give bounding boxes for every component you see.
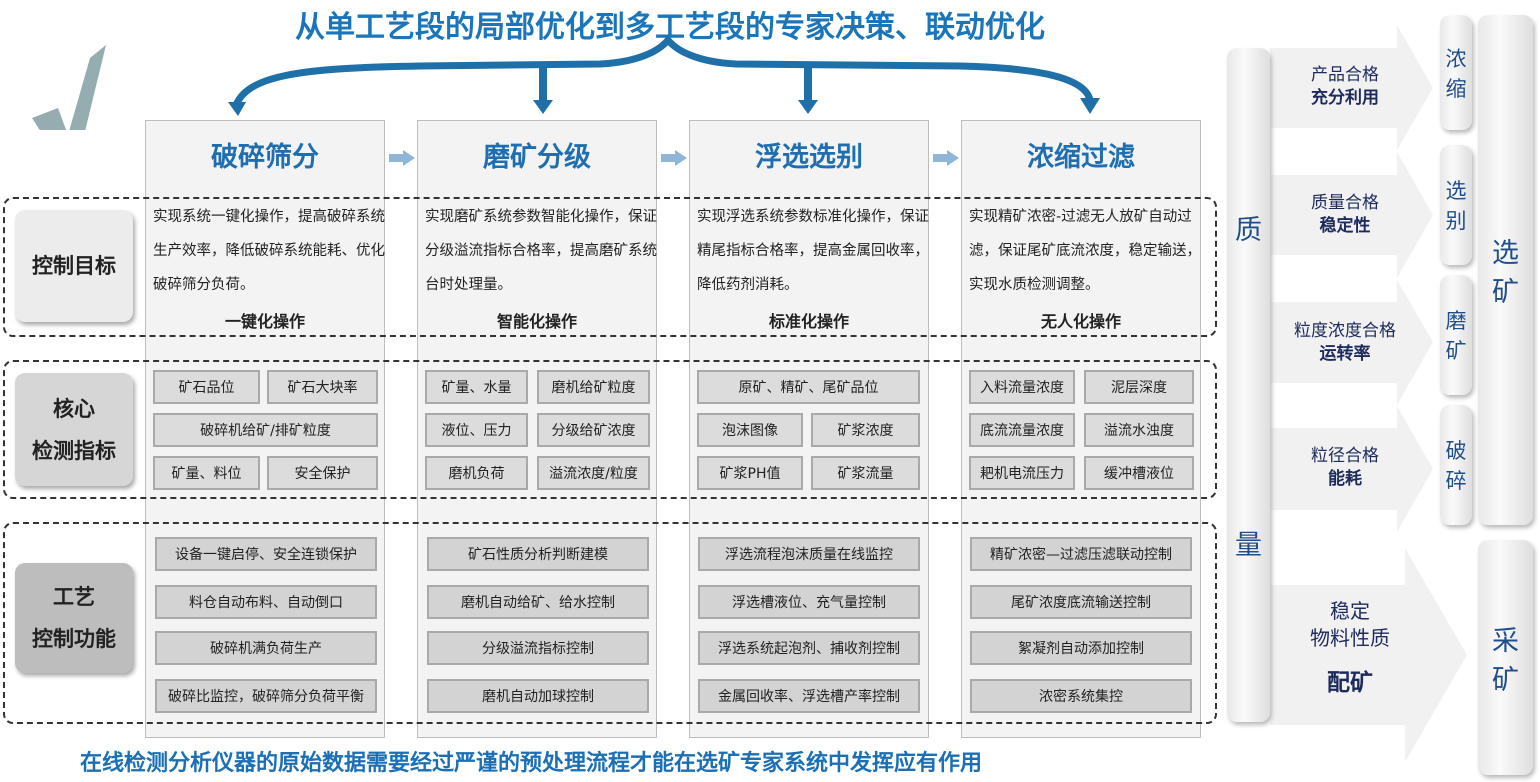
row-control-goal (3, 197, 1217, 337)
function-box: 破碎比监控，破碎筛分负荷平衡 (155, 679, 377, 713)
indicator-box: 耙机电流压力 (969, 456, 1075, 490)
indicator-box: 泥层深度 (1084, 370, 1194, 404)
indicator-box: 破碎机给矿/排矿粒度 (153, 413, 378, 447)
arrow-shape (1270, 25, 1433, 150)
row-label-text: 核心 (53, 396, 95, 421)
indicator-box: 矿浆流量 (811, 456, 920, 490)
indicator-box: 矿量、水量 (425, 370, 528, 404)
goal-mode: 一键化操作 (224, 312, 305, 331)
stage-separation: 选别 (1440, 145, 1472, 265)
goal-mode: 智能化操作 (496, 312, 577, 331)
row-label-text: 检测指标 (32, 438, 116, 463)
quality-char: 质 (1235, 215, 1262, 246)
function-box: 絮凝剂自动添加控制 (970, 631, 1192, 665)
function-box: 磨机自动给矿、给水控制 (427, 585, 649, 619)
mining-bar: 采矿 (1478, 540, 1533, 775)
arrow-shape (1270, 152, 1433, 278)
bottom-note: 在线检测分析仪器的原始数据需要经过严谨的预处理流程才能在选矿专家系统中发挥应有作… (80, 751, 983, 776)
column-header: 破碎筛分 (211, 142, 319, 173)
indicator-box: 矿石大块率 (267, 370, 378, 404)
goal-text: 实现系统一键化操作，提高破碎系统生产效率，降低破碎系统能耗、优化破碎筛分负荷。 (153, 209, 385, 293)
indicator-box: 安全保护 (267, 456, 378, 490)
arrow-label: 产品合格充分利用 (1311, 65, 1379, 108)
indicator-box: 分级给矿浓度 (537, 413, 650, 447)
function-box: 磨机自动加球控制 (427, 679, 649, 713)
indicator-box: 矿石品位 (153, 370, 260, 404)
column-header: 浮选选别 (755, 142, 863, 173)
function-box: 分级溢流指标控制 (427, 631, 649, 665)
goal-text: 实现精矿浓密-过滤无人放矿自动过滤，保证尾矿底流浓度，稳定输送，实现水质检测调整… (969, 209, 1201, 293)
function-box: 矿石性质分析判断建模 (427, 537, 649, 571)
indicator-box: 矿量、料位 (153, 456, 260, 490)
indicator-box: 入料流量浓度 (969, 370, 1075, 404)
goal-mode: 无人化操作 (1040, 312, 1121, 331)
indicator-box: 溢流水浊度 (1084, 413, 1194, 447)
quality-char: 量 (1235, 530, 1262, 561)
mining-arrow-label: 稳定物料性质配矿 (1310, 599, 1390, 696)
indicator-box: 矿浆浓度 (811, 413, 920, 447)
goal-mode: 标准化操作 (768, 312, 849, 331)
goal-text: 实现磨矿系统参数智能化操作，保证分级溢流指标合格率，提高磨矿系统台时处理量。 (425, 209, 657, 293)
indicator-box: 磨机负荷 (425, 456, 528, 490)
row-label-text: 控制目标 (32, 254, 116, 278)
function-box: 浮选系统起泡剂、捕收剂控制 (698, 631, 920, 665)
function-box: 金属回收率、浮选槽产率控制 (698, 679, 920, 713)
row-label-indicators: 核心检测指标 (15, 373, 133, 486)
arrow-label: 质量合格稳定性 (1311, 193, 1379, 236)
arrow-label: 粒度浓度合格运转率 (1294, 321, 1396, 364)
indicator-box: 底流流量浓度 (969, 413, 1075, 447)
right-arrows (1270, 25, 1467, 762)
arrow-label: 粒径合格能耗 (1311, 446, 1379, 489)
indicator-box: 液位、压力 (425, 413, 528, 447)
row-label-functions: 工艺控制功能 (15, 563, 133, 673)
checkmark-icon (32, 45, 106, 130)
flow-arrow-icon (389, 150, 415, 166)
row-label-text: 控制功能 (32, 627, 116, 651)
arrow-shape (1270, 406, 1433, 532)
indicator-box: 矿浆PH值 (697, 456, 803, 490)
stage-thickening: 浓缩 (1440, 15, 1472, 130)
dressing-bar: 选矿 (1478, 15, 1533, 525)
flow-arrow-icon (933, 150, 959, 166)
row-label-text: 工艺 (53, 585, 95, 609)
function-box: 浮选槽液位、充气量控制 (698, 585, 920, 619)
function-box: 设备一键启停、安全连锁保护 (155, 537, 377, 571)
indicator-box: 泡沫图像 (697, 413, 803, 447)
indicator-box: 原矿、精矿、尾矿品位 (697, 370, 920, 404)
function-box: 浓密系统集控 (970, 679, 1192, 713)
column-header: 浓缩过滤 (1027, 142, 1135, 173)
function-box: 料仓自动布料、自动倒口 (155, 585, 377, 619)
indicator-box: 磨机给矿粒度 (537, 370, 650, 404)
column-header: 磨矿分级 (483, 142, 591, 173)
arrow-shape (1270, 280, 1433, 405)
arrow-shape (1270, 548, 1467, 762)
stage-grinding: 磨矿 (1440, 275, 1472, 395)
quality-bar: 质 量 (1227, 48, 1270, 722)
row-functions (3, 522, 1217, 724)
goal-text: 实现浮选系统参数标准化操作，保证精尾指标合格率，提高金属回收率，降低药剂消耗。 (697, 209, 929, 293)
function-box: 精矿浓密—过滤压滤联动控制 (970, 537, 1192, 571)
function-box: 破碎机满负荷生产 (155, 631, 377, 665)
brace-icon (32, 34, 1100, 130)
function-box: 尾矿浓度底流输送控制 (970, 585, 1192, 619)
indicator-box: 缓冲槽液位 (1084, 456, 1194, 490)
row-label-goal: 控制目标 (15, 210, 133, 322)
function-box: 浮选流程泡沫质量在线监控 (698, 537, 920, 571)
row-indicators (3, 360, 1217, 499)
indicator-box: 溢流浓度/粒度 (537, 456, 650, 490)
flow-arrow-icon (661, 150, 687, 166)
stage-crushing: 破碎 (1440, 405, 1472, 525)
